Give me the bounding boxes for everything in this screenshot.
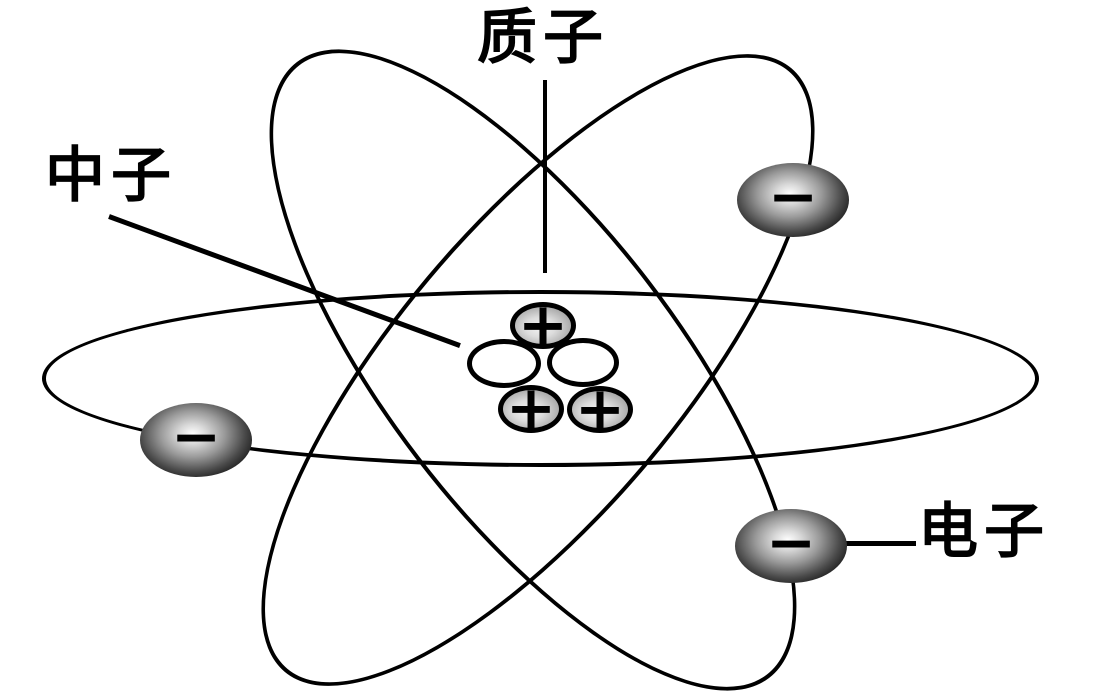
neutron-left	[467, 339, 541, 388]
proton-label: 质子	[477, 3, 609, 73]
neutron-right	[547, 338, 619, 387]
electron-left: −	[140, 403, 252, 477]
electron-bottom-right: −	[735, 509, 847, 583]
electron-top-right: −	[737, 163, 849, 237]
electron-pointer-line	[844, 541, 916, 546]
proton-bottom-left: +	[498, 378, 564, 438]
proton-pointer-line	[543, 80, 547, 273]
neutron-label: 中子	[45, 141, 177, 211]
orbit-horizontal-ellipse	[42, 290, 1039, 467]
proton-bottom-right: +	[567, 379, 633, 439]
electron-label: 电子	[918, 497, 1050, 567]
